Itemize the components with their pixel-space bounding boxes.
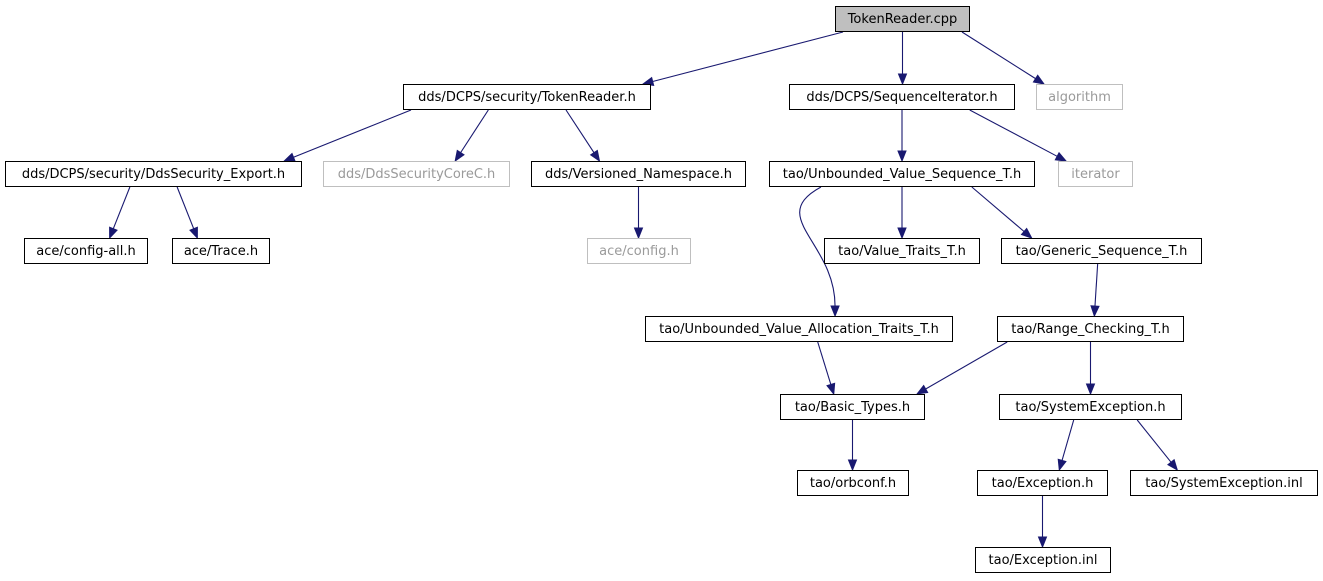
arrowhead-versioned_namespace_h bbox=[589, 149, 601, 163]
arrowhead-sequence_iterator_h bbox=[897, 73, 908, 86]
edge-unbounded_value_allocation_traits_t_h-to-basic_types_h bbox=[817, 341, 832, 385]
node-dds-versioned-namespace-h[interactable]: dds/Versioned_Namespace.h bbox=[531, 161, 746, 187]
edge-token_reader_cpp-to-algorithm bbox=[961, 31, 1036, 80]
edge-token_reader_h-to-dds_security_core_c_h bbox=[460, 109, 489, 153]
arrowhead-system_exception_inl bbox=[1167, 458, 1179, 472]
arrowhead-orbconf_h bbox=[847, 459, 858, 472]
arrowhead-basic_types_h bbox=[826, 382, 836, 396]
arrowhead-iterator bbox=[1054, 151, 1068, 162]
node-tokenreader-cpp: TokenReader.cpp bbox=[835, 6, 970, 32]
node-tao-range-checking-t-h[interactable]: tao/Range_Checking_T.h bbox=[997, 316, 1184, 342]
arrowhead-system_exception_h bbox=[1085, 383, 1096, 396]
node-tao-basic-types-h[interactable]: tao/Basic_Types.h bbox=[780, 394, 925, 420]
arrowhead-basic_types_h bbox=[915, 384, 929, 395]
node-tao-value-traits-t-h[interactable]: tao/Value_Traits_T.h bbox=[824, 238, 980, 264]
arrowhead-dds_security_export_h bbox=[282, 152, 296, 162]
edge-generic_sequence_t_h-to-range_checking_t_h bbox=[1094, 263, 1099, 307]
arrowhead-config_h bbox=[633, 227, 644, 240]
edge-range_checking_t_h-to-basic_types_h bbox=[925, 341, 1008, 390]
node-ace-trace-h[interactable]: ace/Trace.h bbox=[172, 238, 270, 264]
node-tao-exception-inl[interactable]: tao/Exception.inl bbox=[975, 547, 1111, 573]
edge-token_reader_cpp-to-token_reader_h bbox=[652, 31, 844, 83]
edge-sequence_iterator_h-to-iterator bbox=[969, 109, 1058, 157]
arrowhead-generic_sequence_t_h bbox=[1020, 227, 1033, 239]
arrowhead-dds_security_core_c_h bbox=[454, 149, 465, 163]
node-tao-exception-h[interactable]: tao/Exception.h bbox=[977, 470, 1108, 496]
edge-token_reader_h-to-versioned_namespace_h bbox=[565, 109, 595, 153]
node-tao-unbounded-value-sequence-t-h[interactable]: tao/Unbounded_Value_Sequence_T.h bbox=[769, 161, 1035, 187]
edge-system_exception_h-to-system_exception_inl bbox=[1136, 419, 1172, 463]
arrowhead-trace_h bbox=[189, 226, 198, 240]
node-tao-systemexception-h[interactable]: tao/SystemException.h bbox=[999, 394, 1182, 420]
arrowhead-unbounded_value_sequence_t_h bbox=[897, 150, 907, 163]
node-iterator: iterator bbox=[1058, 161, 1133, 187]
edge-dds_security_export_h-to-config_all_h bbox=[112, 186, 131, 229]
node-tao-systemexception-inl[interactable]: tao/SystemException.inl bbox=[1130, 470, 1318, 496]
edge-token_reader_h-to-dds_security_export_h bbox=[293, 109, 412, 158]
node-ace-config-h: ace/config.h bbox=[587, 238, 691, 264]
arrowhead-exception_inl bbox=[1037, 536, 1048, 549]
arrowhead-value_traits_t_h bbox=[897, 227, 907, 240]
node-tao-unbounded-value-allocation-traits-t-h[interactable]: tao/Unbounded_Value_Allocation_Traits_T.… bbox=[645, 316, 953, 342]
edge-dds_security_export_h-to-trace_h bbox=[176, 186, 195, 229]
edge-unbounded_value_sequence_t_h-to-generic_sequence_t_h bbox=[971, 186, 1025, 232]
arrowhead-range_checking_t_h bbox=[1090, 305, 1100, 318]
arrowhead-unbounded_value_allocation_traits_t_h bbox=[830, 305, 840, 318]
arrowhead-config_all_h bbox=[109, 226, 118, 240]
edge-system_exception_h-to-exception_h bbox=[1061, 419, 1075, 461]
arrowhead-exception_h bbox=[1057, 458, 1067, 472]
node-algorithm: algorithm bbox=[1036, 84, 1123, 110]
node-tao-orbconf-h[interactable]: tao/orbconf.h bbox=[797, 470, 909, 496]
node-dds-dcps-security-tokenreader-h[interactable]: dds/DCPS/security/TokenReader.h bbox=[403, 84, 651, 110]
node-dds-dcps-security-ddssecurity-export-h[interactable]: dds/DCPS/security/DdsSecurity_Export.h bbox=[5, 161, 302, 187]
arrowhead-algorithm bbox=[1032, 74, 1046, 85]
node-dds-ddssecuritycorec-h: dds/DdsSecurityCoreC.h bbox=[323, 161, 510, 187]
node-tao-generic-sequence-t-h[interactable]: tao/Generic_Sequence_T.h bbox=[1001, 238, 1202, 264]
edge-unbounded_value_sequence_t_h-to-unbounded_value_allocation_traits_t_h bbox=[799, 186, 836, 307]
node-ace-config-all-h[interactable]: ace/config-all.h bbox=[24, 238, 148, 264]
node-dds-dcps-sequenceiterator-h[interactable]: dds/DCPS/SequenceIterator.h bbox=[789, 84, 1015, 110]
